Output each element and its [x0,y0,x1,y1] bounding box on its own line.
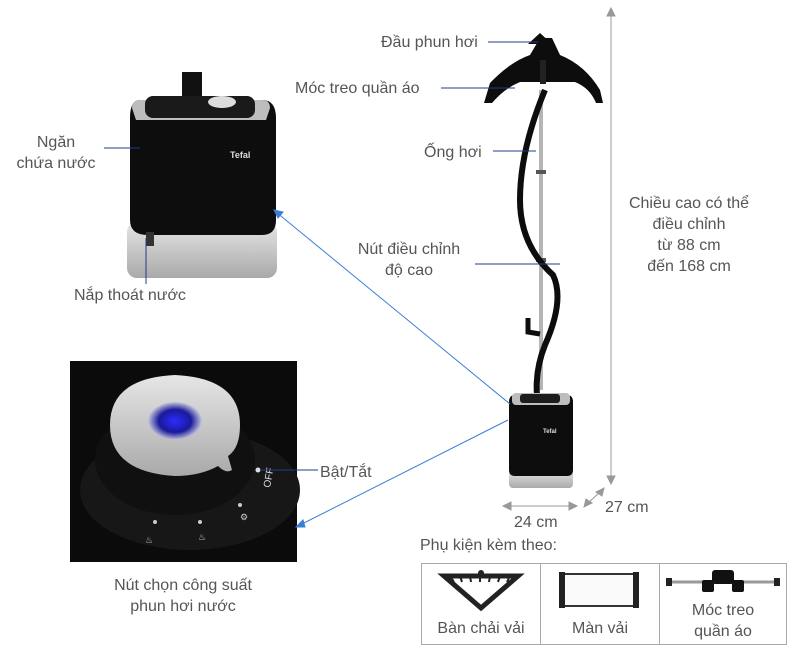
tank-brand-logo: Tefal [230,150,250,160]
label-tank: Ngăn chứa nước [10,132,102,174]
pointer-arrows [273,209,511,528]
label-spray-head: Đầu phun hơi [381,34,478,51]
label-height-line1: Chiều cao có thể [628,195,750,212]
brush-icon [437,570,525,612]
leader-lines [104,41,560,471]
label-tank-line2: chứa nước [16,155,96,172]
accessory-clothes-hanger: Móc treo quần áo [659,563,787,645]
label-width: 24 cm [514,514,558,531]
clothes-hanger-icon [666,570,780,592]
label-height-line2: điều chỉnh [652,216,726,233]
label-hanger: Móc treo quần áo [295,80,420,97]
label-height-line3: từ 88 cm [657,237,721,254]
steam-hose [516,88,561,396]
power-indicator-light [148,402,202,440]
tank-body [130,100,276,235]
telescopic-pole [539,90,543,390]
svg-text:♨: ♨ [145,535,153,545]
accessory-brush: Bàn chải vải [421,563,541,645]
label-power-knob-line1: Nút chọn công suất [114,577,252,594]
accessory-brush-label: Bàn chải vải [437,620,525,637]
accessory-clothes-hanger-label-line2: quần áo [694,623,752,640]
accessory-clothes-hanger-label-line1: Móc treo [691,602,755,619]
board-icon [559,572,639,608]
label-steam-pipe: Ống hơi [424,144,482,161]
tank-closeup: Tefal [127,72,277,278]
label-height-button: Nút điều chỉnh độ cao [352,239,466,281]
label-height-line4: đến 168 cm [647,258,731,275]
accessories-title: Phụ kiện kèm theo: [420,537,557,554]
steamer-full: Tefal [484,33,603,488]
label-depth: 27 cm [605,499,649,516]
accessory-board: Màn vải [540,563,660,645]
dimension-lines [501,6,616,511]
accessory-board-label: Màn vải [571,620,629,637]
off-mark: OFF [262,467,276,489]
knob-closeup: OFF ♨ ♨ ⚙ [70,361,300,562]
label-height-button-line2: độ cao [384,262,434,279]
accessory-clothes-hanger-label: Móc treo quần áo [660,600,786,642]
small-brand-logo: Tefal [543,429,557,435]
svg-text:⚙: ⚙ [240,512,248,522]
label-adjustable-height: Chiều cao có thể điều chỉnh từ 88 cm đến… [618,193,760,277]
label-power-knob: Nút chọn công suất phun hơi nước [88,575,278,617]
tank-base [127,222,277,278]
label-height-button-line1: Nút điều chỉnh [357,241,461,258]
label-power-switch: Bật/Tắt [320,464,372,481]
label-tank-line1: Ngăn [36,134,76,151]
drain-cap [146,232,154,246]
svg-text:♨: ♨ [198,532,206,542]
label-power-knob-line2: phun hơi nước [130,598,236,615]
label-drain-cap: Nắp thoát nước [74,287,186,304]
